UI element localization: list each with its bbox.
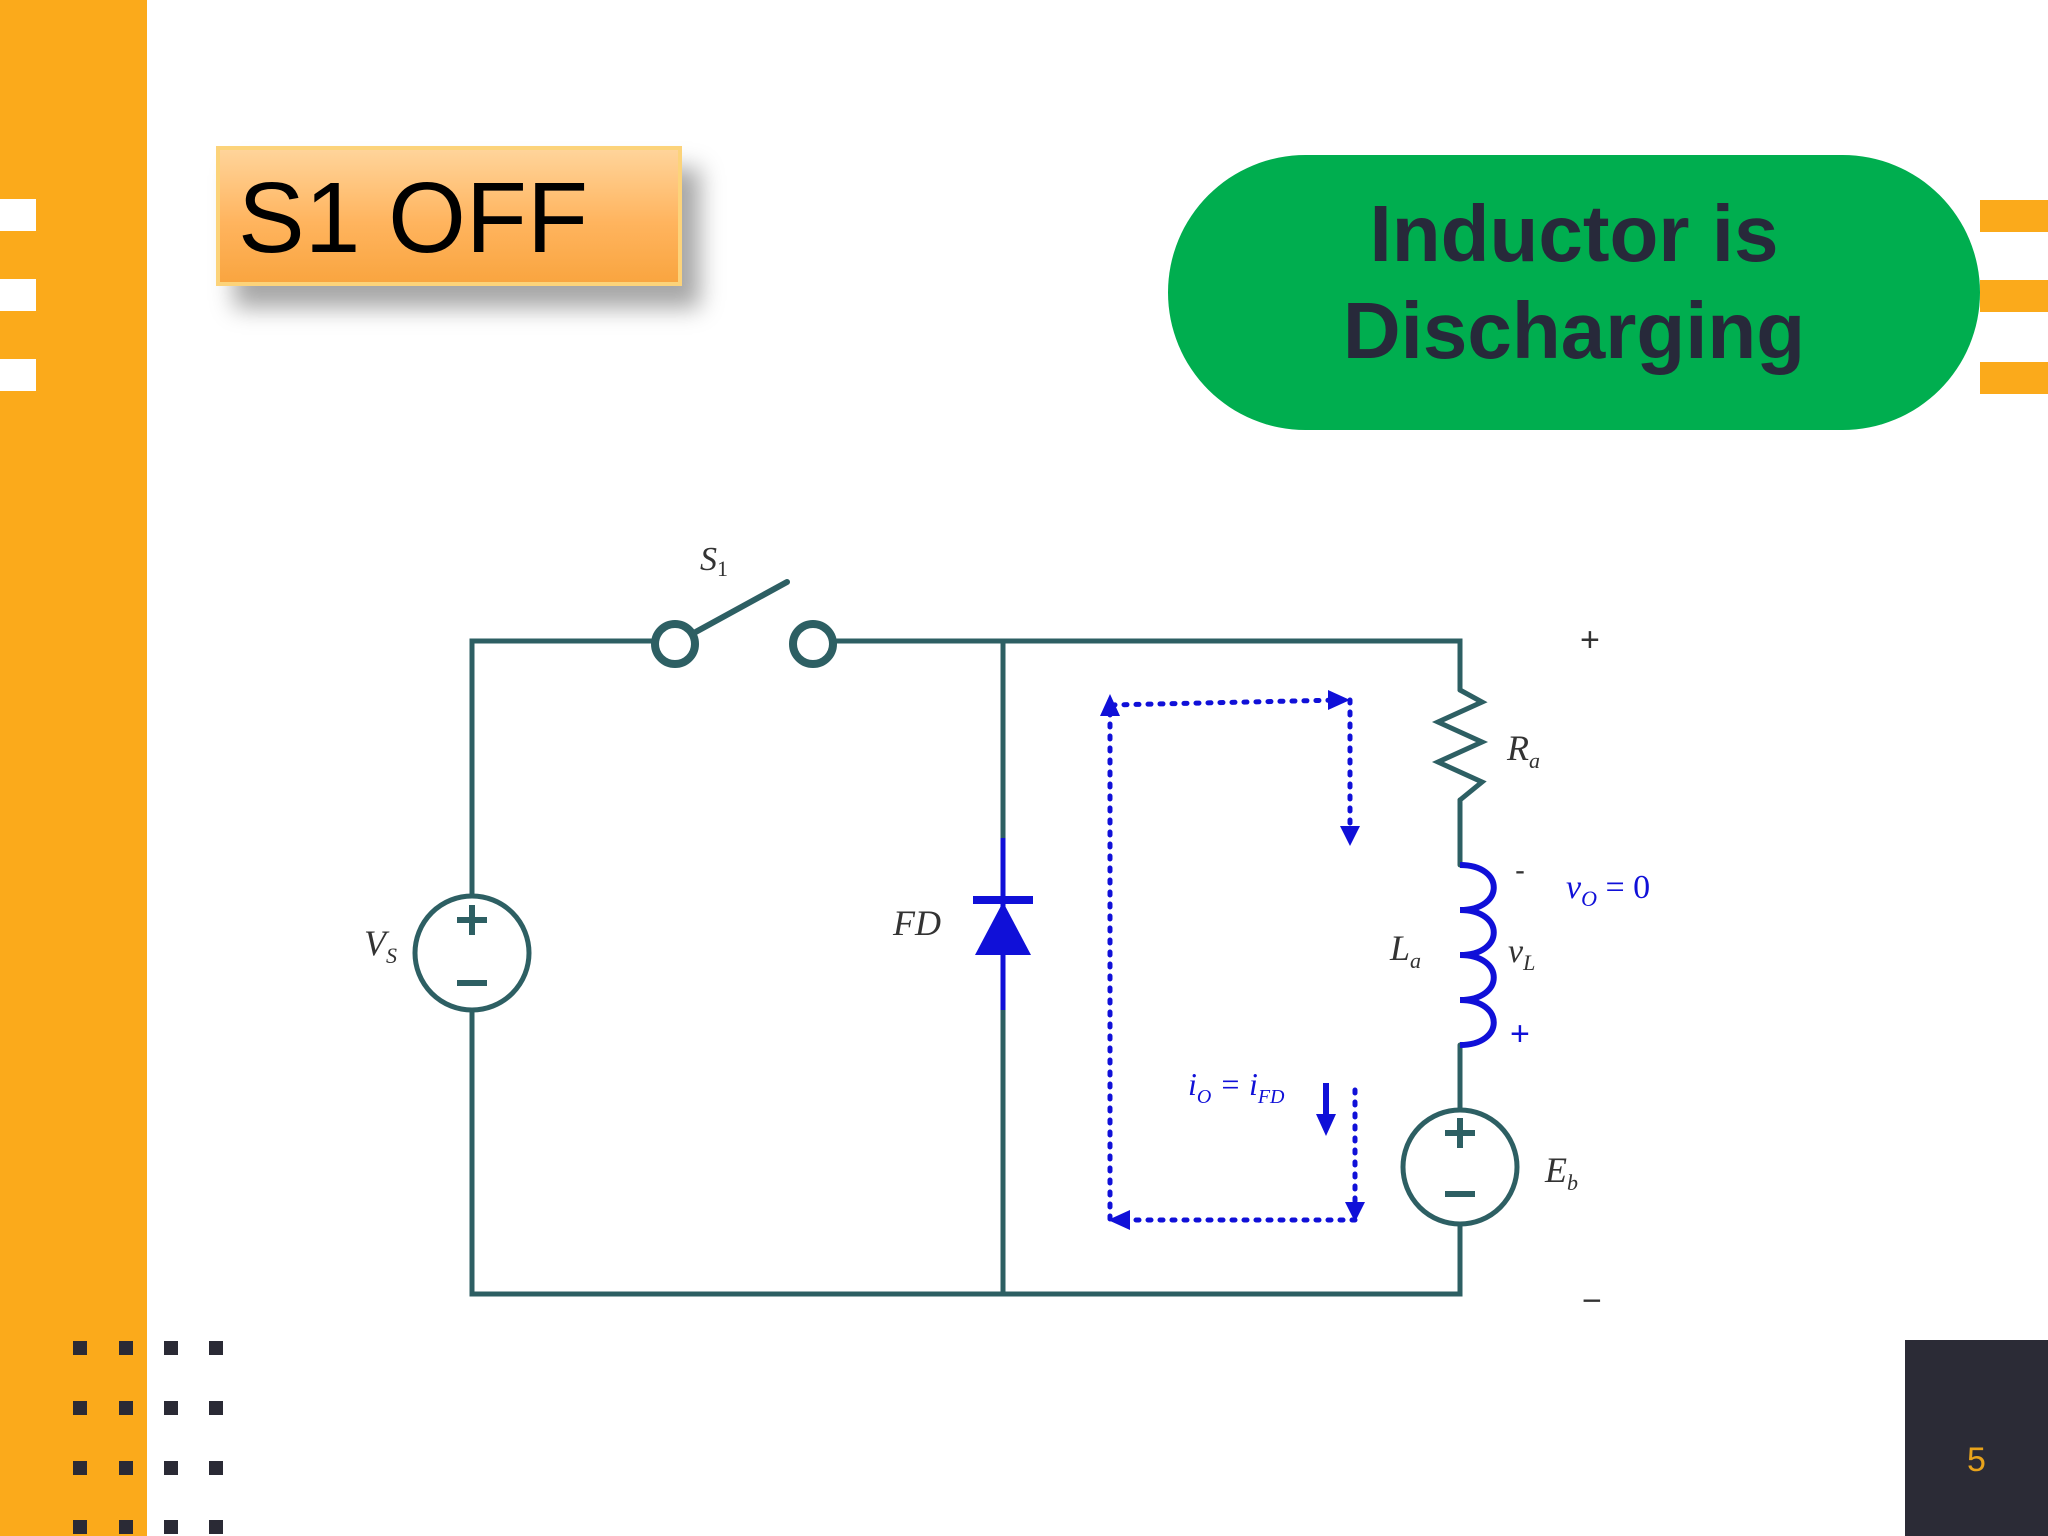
current-flow-path	[1107, 697, 1358, 1223]
left-accent-band	[0, 0, 147, 1536]
emf-label: Eb	[1544, 1150, 1578, 1195]
inductor-plus-sign: +	[1510, 1015, 1530, 1053]
status-pill: Inductor is Discharging	[1168, 155, 1980, 430]
output-minus-sign: −	[1582, 1282, 1602, 1320]
wire-left-top	[469, 638, 656, 924]
inductor-coil	[1459, 862, 1497, 1048]
current-arrowheads	[1100, 690, 1365, 1230]
left-notch-1	[0, 199, 36, 231]
right-accent-bar-2	[1980, 280, 2048, 312]
page-number: 5	[1967, 1441, 1986, 1479]
inductor-minus-sign: -	[1515, 854, 1525, 887]
resistor-zigzag	[1431, 687, 1489, 803]
left-notch-2	[0, 279, 36, 311]
current-label: iO = iFD	[1188, 1066, 1285, 1108]
resistor-label: Ra	[1506, 728, 1540, 773]
slide-title-box: S1 OFF	[216, 146, 682, 286]
diode-label: FD	[892, 903, 941, 943]
source-label: VS	[364, 923, 397, 968]
slide-title: S1 OFF	[238, 162, 589, 274]
output-voltage-label: vO = 0	[1566, 869, 1650, 911]
freewheeling-diode	[973, 838, 1033, 1010]
page-number-box: 5	[1905, 1340, 2048, 1536]
wire-top	[834, 638, 1463, 693]
emf-source-eb	[1400, 1107, 1520, 1227]
output-plus-sign: +	[1580, 621, 1600, 659]
current-direction-arrow	[1316, 1083, 1336, 1136]
right-accent-bar-1	[1980, 200, 2048, 232]
voltage-source-vs	[412, 893, 532, 1013]
status-text: Inductor is Discharging	[1342, 189, 1806, 375]
inductor-label: La	[1389, 928, 1421, 973]
wire-left-bottom	[469, 999, 1463, 1297]
inductor-voltage-label: vL	[1508, 933, 1535, 975]
switch-label: S1	[700, 541, 728, 581]
left-notch-3	[0, 359, 36, 391]
right-accent-bar-3	[1980, 362, 2048, 394]
switch-s1	[651, 579, 837, 668]
